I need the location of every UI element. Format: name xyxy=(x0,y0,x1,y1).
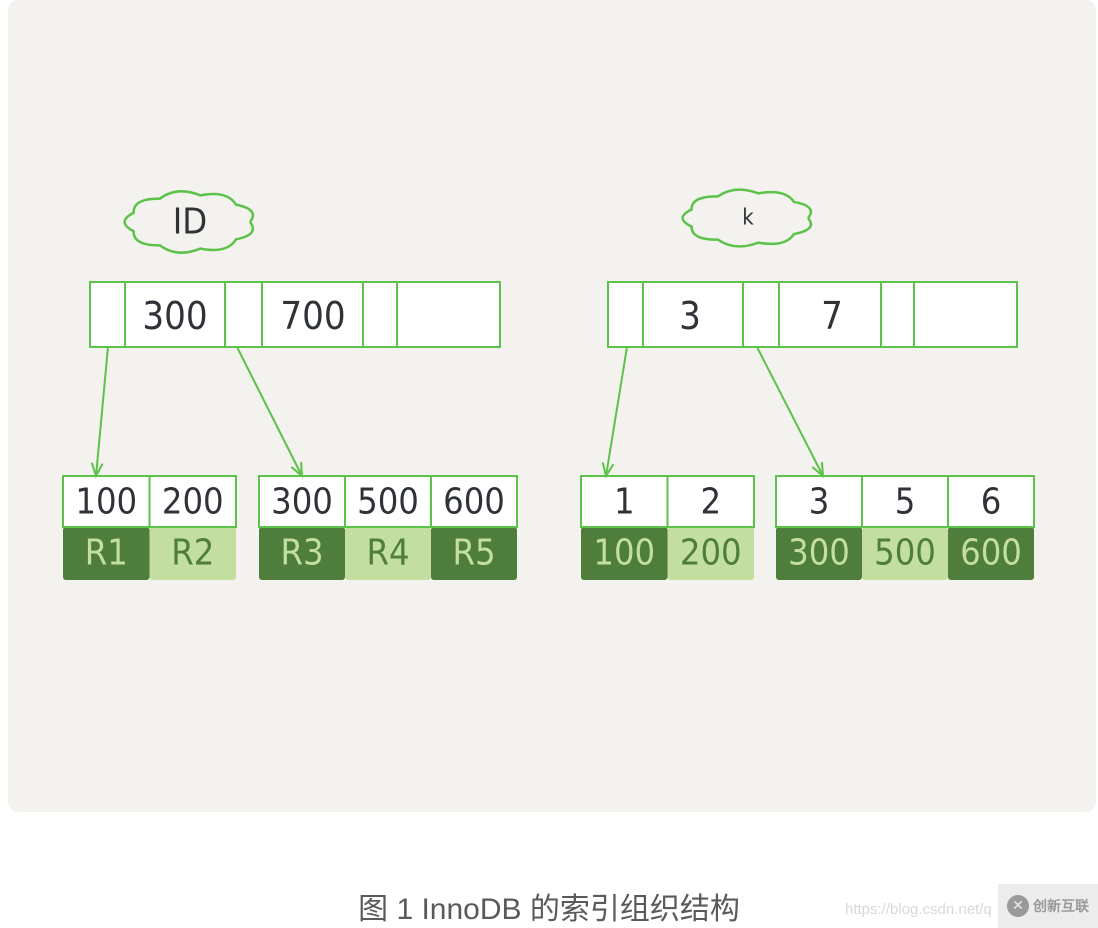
pointer-arrow xyxy=(95,346,109,477)
id-leaf-value-cell xyxy=(149,527,236,580)
k-leaf-key: 6 xyxy=(981,482,1002,523)
id-leaf-key: 500 xyxy=(357,482,419,523)
diagram-card xyxy=(8,0,1096,812)
k-leaf-value-cell xyxy=(581,527,668,580)
k-leaf-value-cell xyxy=(667,527,754,580)
id-leaf-value-cell xyxy=(259,527,345,580)
k-label: k xyxy=(742,206,754,231)
id-root-node xyxy=(89,281,501,348)
id-leaf-key: 300 xyxy=(271,482,333,523)
id-leaf-key: 100 xyxy=(75,482,137,523)
watermark-url: https://blog.csdn.net/q xyxy=(845,901,992,918)
k-leaf-value: 200 xyxy=(680,533,742,574)
leaf-key-row xyxy=(259,476,517,527)
k-leaf-node xyxy=(775,475,1035,528)
id-leaf-value: R4 xyxy=(366,533,409,574)
k-leaf-value-cell xyxy=(862,527,948,580)
id-leaf-value: R5 xyxy=(452,533,495,574)
id-leaf-value: R1 xyxy=(85,533,128,574)
logo-icon: ✕ xyxy=(1007,895,1029,917)
pointer-arrow xyxy=(236,346,303,477)
k-leaf-value: 100 xyxy=(593,533,655,574)
k-leaf-key: 2 xyxy=(700,482,721,523)
id-leaf-value-cell xyxy=(431,527,517,580)
pointer-arrow xyxy=(756,346,824,477)
id-root-key: 700 xyxy=(280,294,345,338)
k-root-key: 3 xyxy=(679,294,701,338)
k-root-node xyxy=(607,281,1018,348)
pointer-arrow xyxy=(605,346,628,477)
k-leaf-value-cell xyxy=(948,527,1034,580)
k-leaf-key: 3 xyxy=(809,482,830,523)
id-leaf-node xyxy=(258,475,518,528)
id-leaf-value: R3 xyxy=(280,533,323,574)
id-leaf-key: 200 xyxy=(162,482,224,523)
id-label: ID xyxy=(173,202,208,243)
logo-text: 创新互联 xyxy=(1033,899,1089,915)
id-leaf-key: 600 xyxy=(443,482,505,523)
id-root-key: 300 xyxy=(142,294,207,338)
leaf-key-row xyxy=(776,476,1034,527)
k-leaf-value-cell xyxy=(776,527,862,580)
id-leaf-value: R2 xyxy=(171,533,214,574)
k-leaf-key: 5 xyxy=(895,482,916,523)
logo: ✕ 创新互联 xyxy=(998,884,1098,928)
id-leaf-value-cell xyxy=(345,527,431,580)
k-leaf-key: 1 xyxy=(614,482,635,523)
id-leaf-value-cell xyxy=(63,527,150,580)
k-leaf-value: 600 xyxy=(960,533,1022,574)
k-leaf-value: 500 xyxy=(874,533,936,574)
figure-caption: 图 1 InnoDB 的索引组织结构 xyxy=(358,893,740,926)
k-root-key: 7 xyxy=(821,294,843,338)
id-label-cloud xyxy=(123,190,255,254)
k-label-cloud xyxy=(681,188,813,248)
k-leaf-value: 300 xyxy=(788,533,850,574)
